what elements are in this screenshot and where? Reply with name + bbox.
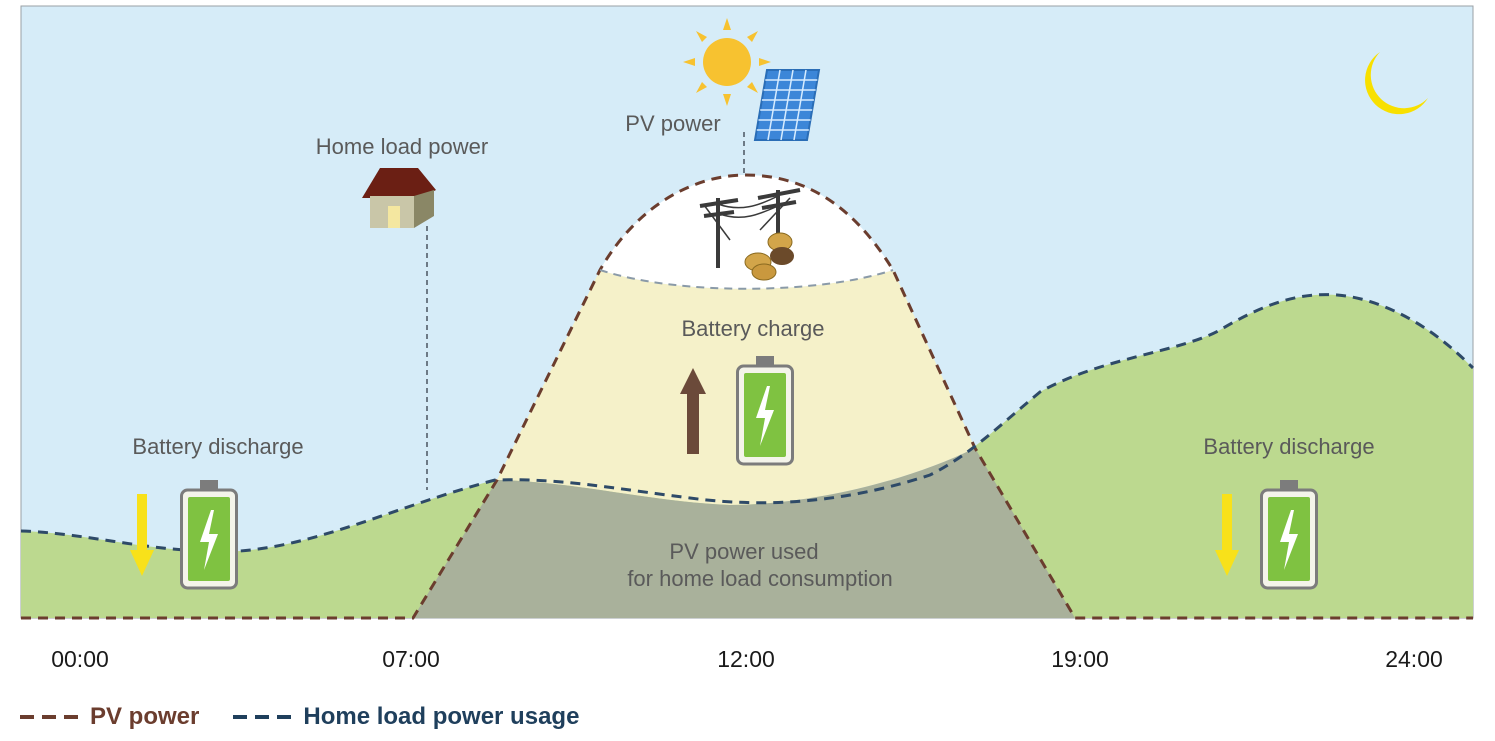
battery-icon-left [180, 480, 238, 590]
grid-export-area [600, 175, 893, 289]
x-tick-4: 24:00 [1385, 646, 1443, 672]
battery-discharge-left-label: Battery discharge [132, 434, 303, 459]
pv-used-area [413, 448, 1075, 618]
arrow-up-icon [680, 368, 706, 454]
battery-discharge-right-label: Battery discharge [1203, 434, 1374, 459]
house-icon [362, 168, 436, 228]
battery-icon-center [736, 356, 794, 466]
sun-icon [683, 18, 771, 106]
legend-item-pv-power: PV power [20, 703, 199, 731]
battery-charge-area [497, 270, 975, 505]
legend-item-home-load: Home load power usage [233, 703, 579, 731]
charge-boundary-line [599, 269, 894, 290]
coins-icon [744, 232, 794, 281]
legend-swatch-home-load [233, 715, 292, 719]
legend-label-pv-power: PV power [90, 703, 200, 730]
legend-label-home-load: Home load power usage [303, 703, 580, 730]
battery-icon-right [1260, 480, 1318, 590]
x-tick-2: 12:00 [717, 646, 775, 672]
x-tick-0: 00:00 [51, 646, 109, 672]
pv-power-line [21, 173, 1473, 620]
x-tick-3: 19:00 [1051, 646, 1109, 672]
x-tick-1: 07:00 [382, 646, 440, 672]
legend-swatch-pv-power [20, 715, 78, 719]
pv-used-label-line1: PV power used [669, 539, 818, 564]
home-load-line [20, 293, 1475, 553]
arrow-down-icon-left [130, 494, 154, 576]
pv-power-label: PV power [625, 111, 720, 136]
battery-charge-label: Battery charge [681, 316, 824, 341]
pv-used-label-line2: for home load consumption [627, 566, 892, 591]
home-load-area [21, 294, 1473, 618]
solar-panel-icon [753, 69, 821, 141]
legend: PV power Home load power usage [20, 700, 579, 734]
home-load-power-label: Home load power [316, 134, 488, 159]
arrow-down-icon-right [1215, 494, 1239, 576]
